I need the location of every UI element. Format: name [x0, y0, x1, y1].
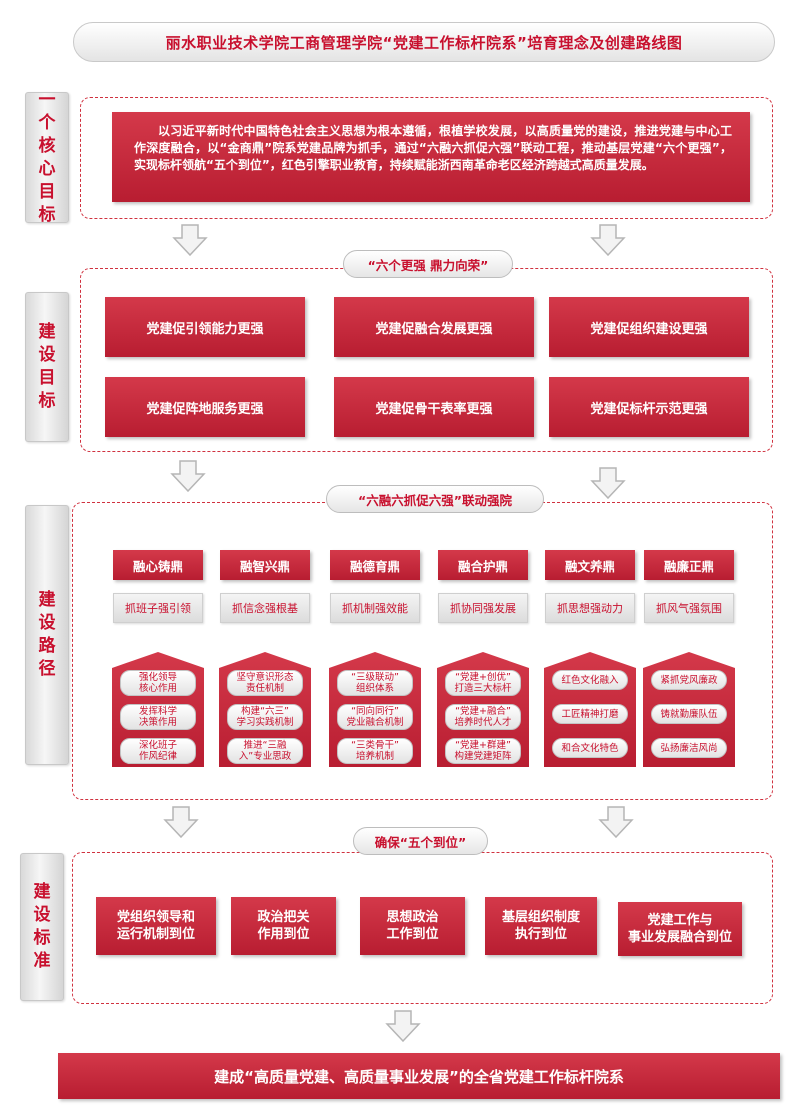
path-chip: “党建+群建” 构建党建矩阵: [445, 738, 521, 764]
path-column-head: 融心铸鼎: [113, 550, 203, 580]
label-char: 标: [38, 391, 56, 411]
page-title: 丽水职业技术学院工商管理学院“党建工作标杆院系”培育理念及创建路线图: [73, 22, 775, 62]
core-goal-text: 以习近平新时代中国特色社会主义思想为根本遵循，根植学校发展，以高质量党的建设，推…: [112, 112, 750, 202]
down-arrow-icon: [170, 460, 206, 492]
path-column-sub: 抓思想强动力: [545, 593, 635, 623]
goal-item: 党建促骨干表率更强: [334, 377, 534, 437]
goal-item: 党建促融合发展更强: [334, 297, 534, 357]
path-chip: 发挥科学 决策作用: [120, 704, 196, 730]
label-char: 设: [38, 613, 56, 633]
path-column-house: “三级联动” 组织体系 “同向同行” 党业融合机制 “三类骨干” 培养机制: [329, 652, 421, 767]
label-char: 准: [33, 951, 51, 971]
down-arrow-icon: [590, 467, 626, 499]
path-column-head: 融合护鼎: [438, 550, 528, 580]
path-column-sub: 抓风气强氛围: [644, 593, 734, 623]
path-chip: 和合文化特色: [552, 738, 628, 758]
path-column-house: 紧抓党风廉政铸就勤廉队伍弘扬廉洁风尚: [643, 652, 735, 767]
result-banner: 建成“高质量党建、高质量事业发展”的全省党建工作标杆院系: [58, 1053, 780, 1099]
label-char: 核: [38, 135, 56, 156]
section-label-goals: 建 设 目 标: [25, 292, 69, 442]
path-chip: 构建“六三” 学习实践机制: [227, 704, 303, 730]
path-column-head: 融文养鼎: [545, 550, 635, 580]
label-char: 标: [38, 204, 56, 225]
path-chip: 弘扬廉洁风尚: [651, 738, 727, 758]
path-pill: “六融六抓促六强”联动强院: [326, 485, 544, 513]
path-column-sub: 抓信念强根基: [220, 593, 310, 623]
path-column-sub: 抓班子强引领: [113, 593, 203, 623]
path-column-house: 强化领导 核心作用发挥科学 决策作用深化班子 作风纪律: [112, 652, 204, 767]
down-arrow-icon: [385, 1010, 421, 1042]
core-box: [80, 97, 773, 219]
path-chip: “同向同行” 党业融合机制: [337, 704, 413, 730]
section-label-core: 一 个 核 心 目 标: [25, 89, 69, 225]
path-column-house: 红色文化融入工匠精神打磨和合文化特色: [544, 652, 636, 767]
down-arrow-icon: [590, 224, 626, 256]
down-arrow-icon: [163, 806, 199, 838]
label-char: 建: [38, 590, 56, 610]
path-chip: 深化班子 作风纪律: [120, 738, 196, 764]
path-column-head: 融廉正鼎: [644, 550, 734, 580]
path-column-head: 融智兴鼎: [220, 550, 310, 580]
path-chip: “党建+融合” 培养时代人才: [445, 704, 521, 730]
down-arrow-icon: [598, 806, 634, 838]
standards-pill: 确保“五个到位”: [353, 827, 488, 855]
label-char: 设: [33, 905, 51, 925]
label-char: 目: [38, 181, 56, 202]
path-chip: 铸就勤廉队伍: [651, 704, 727, 724]
goals-pill: “六个更强 鼎力向荣”: [343, 250, 513, 278]
label-char: 径: [38, 659, 56, 679]
goal-item: 党建促组织建设更强: [549, 297, 749, 357]
label-char: 标: [33, 928, 51, 948]
path-chip: 强化领导 核心作用: [120, 670, 196, 696]
goal-item: 党建促阵地服务更强: [105, 377, 305, 437]
path-column-house: 坚守意识形态 责任机制构建“六三” 学习实践机制推进“三融 入”专业思政: [219, 652, 311, 767]
goal-item: 党建促引领能力更强: [105, 297, 305, 357]
section-label-standards: 建 设 标 准: [20, 853, 64, 1001]
path-column-sub: 抓协同强发展: [438, 593, 528, 623]
goal-item: 党建促标杆示范更强: [549, 377, 749, 437]
path-column-head: 融德育鼎: [330, 550, 420, 580]
standard-item: 政治把关 作用到位: [231, 897, 336, 955]
path-column-sub: 抓机制强效能: [330, 593, 420, 623]
label-char: 路: [38, 636, 56, 656]
down-arrow-icon: [172, 224, 208, 256]
standard-item: 基层组织制度 执行到位: [485, 897, 597, 955]
standard-item: 党组织领导和 运行机制到位: [96, 897, 216, 955]
path-chip: 工匠精神打磨: [552, 704, 628, 724]
section-label-path: 建 设 路 径: [25, 505, 69, 765]
label-char: 心: [38, 158, 56, 179]
path-column-house: “党建+创优” 打造三大标杆 “党建+融合” 培养时代人才 “党建+群建” 构建党建…: [437, 652, 529, 767]
label-char: 目: [38, 368, 56, 388]
standard-item: 思想政治 工作到位: [360, 897, 465, 955]
path-chip: 坚守意识形态 责任机制: [227, 670, 303, 696]
label-char: 设: [38, 345, 56, 365]
label-char: 一: [38, 89, 56, 110]
path-chip: 紧抓党风廉政: [651, 670, 727, 690]
path-chip: “党建+创优” 打造三大标杆: [445, 670, 521, 696]
path-chip: “三类骨干” 培养机制: [337, 738, 413, 764]
path-chip: 推进“三融 入”专业思政: [227, 738, 303, 764]
standard-item: 党建工作与 事业发展融合到位: [618, 902, 742, 956]
label-char: 个: [38, 112, 56, 133]
path-chip: 红色文化融入: [552, 670, 628, 690]
label-char: 建: [38, 322, 56, 342]
path-chip: “三级联动” 组织体系: [337, 670, 413, 696]
label-char: 建: [33, 882, 51, 902]
